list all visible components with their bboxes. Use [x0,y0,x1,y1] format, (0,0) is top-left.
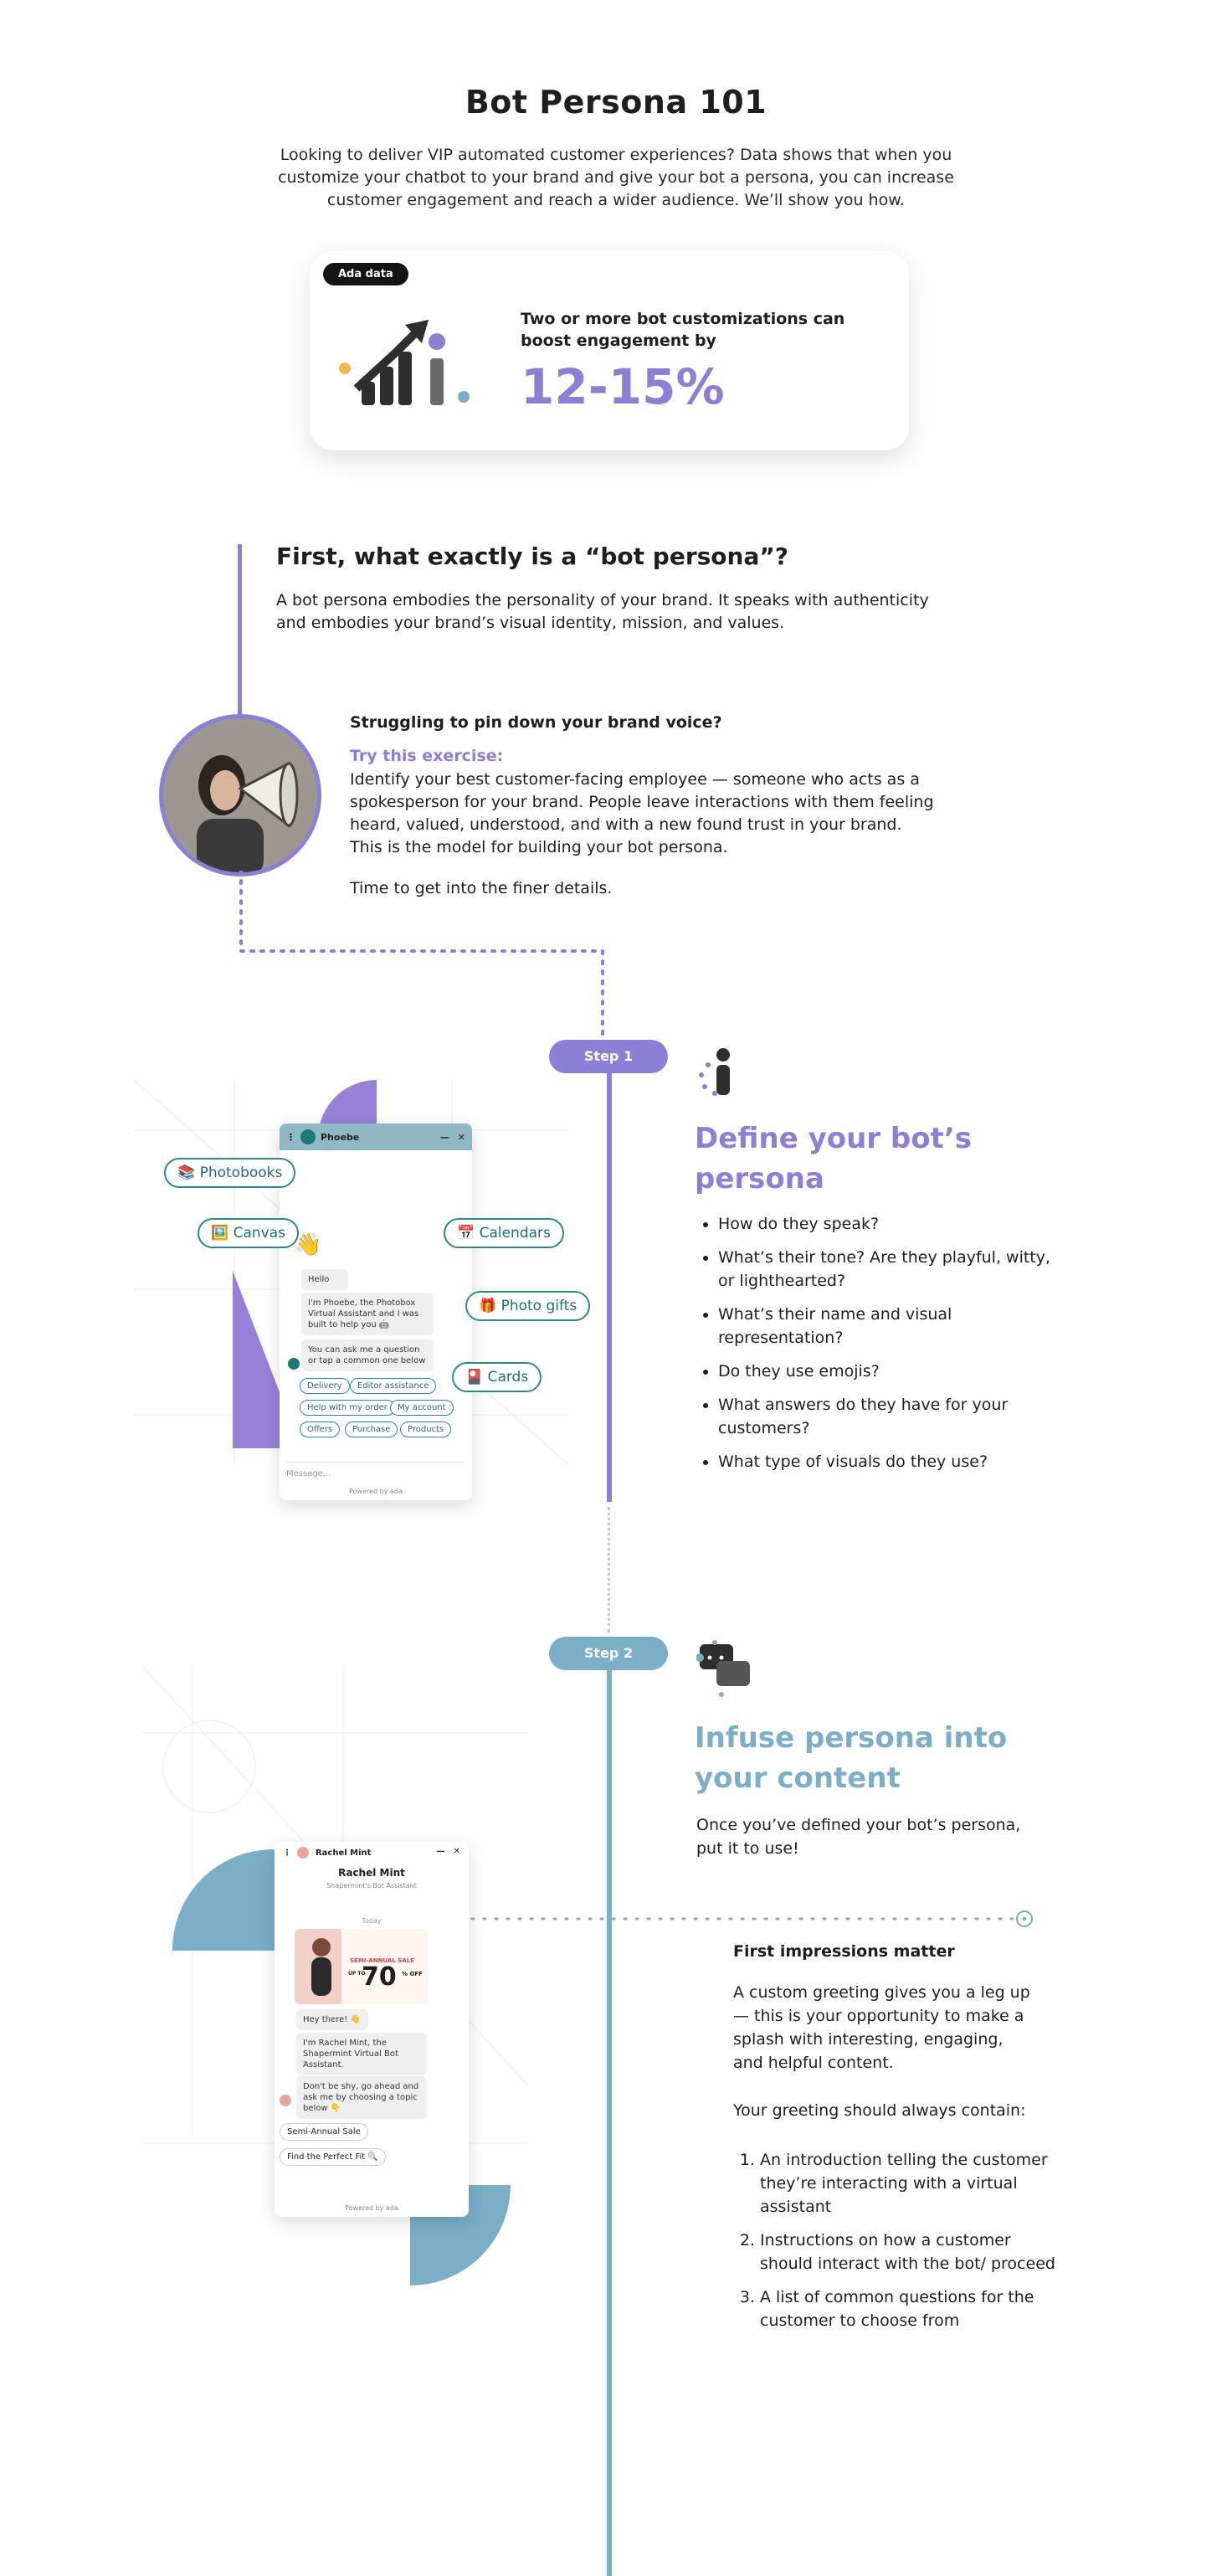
page-title: Bot Persona 101 [465,84,767,121]
list-item: A list of common questions for the custo… [760,2285,1061,2332]
chat-message: I'm Rachel Mint, the Shapermint Virtual … [296,2033,427,2075]
section-line [238,544,242,718]
chat-header: ⋮ Rachel Mint ✕ — [283,1847,460,1859]
menu-icon[interactable]: ⋮ [283,1848,291,1858]
bot-name: Phoebe [321,1131,360,1143]
step1-pill: Step 1 [549,1040,668,1073]
stat-card: Ada data Two or more bot customizations … [310,251,909,450]
section-title: First, what exactly is a “bot persona”? [276,542,789,570]
bot-avatar-small [280,2095,291,2106]
quick-reply-chip[interactable]: Purchase [345,1422,398,1437]
promo-banner: SEMI-ANNUAL SALE UP TO 70 % OFF [295,1929,429,2004]
bullet-item: What’s their tone? Are they playful, wit… [718,1246,1070,1293]
step2-lead: Once you’ve defined your bot’s persona, … [696,1816,1021,1858]
first-impressions-title: First impressions matter [733,1942,955,1961]
chat-message: I'm Phoebe, the Photobox Virtual Assista… [301,1293,434,1335]
bullet-item: Do they use emojis? [718,1360,1070,1383]
bot-name: Rachel Mint [338,1867,405,1879]
greeting-list: An introduction telling the customer the… [733,2148,1061,2342]
minimize-icon[interactable]: — [436,1847,445,1856]
quick-reply-chip[interactable]: My account [390,1400,454,1416]
bullet-item: What’s their name and visual representat… [718,1303,1070,1350]
step2-pill: Step 2 [549,1637,668,1670]
close-icon[interactable]: ✕ [453,1847,460,1856]
bot-subtitle: Shapermint's Bot Assistant [326,1882,417,1890]
chat-bubbles-icon [696,1640,750,1697]
card-text: Two or more bot customizations can boost… [521,310,845,350]
step2-title: Infuse persona into your content [695,1721,1008,1795]
exercise-text: Identify your best customer-facing emplo… [350,770,934,856]
gift-icon: 🎁 [479,1298,497,1314]
promo-off: % OFF [402,1971,423,1977]
bullet-item: How do they speak? [718,1212,1070,1236]
wave-icon: 👋 [295,1232,322,1257]
quick-reply-chip[interactable]: Find the Perfect Fit 🔍 [280,2148,386,2166]
quick-reply-chip[interactable]: Semi-Annual Sale [280,2123,368,2141]
section-text: A bot persona embodies the personality o… [276,591,929,632]
chat-message: You can ask me a question or tap a commo… [301,1339,434,1371]
chat-widget-photobox[interactable]: ⋮ Phoebe — ✕ 👋 Hello I'm Phoebe, the Pho… [280,1123,472,1500]
chip-calendars: 📅 Calendars [444,1218,564,1248]
chip-photo-gifts: 🎁 Photo gifts [465,1291,591,1321]
quick-reply-chip[interactable]: Delivery [300,1378,350,1394]
step1-bullets: How do they speak? What’s their tone? Ar… [695,1212,1070,1483]
greeting-lead: Your greeting should always contain: [733,2101,1026,2120]
quick-reply-chip[interactable]: Help with my order [300,1400,395,1416]
list-item: An introduction telling the customer the… [760,2148,1061,2219]
close-icon[interactable]: ✕ [457,1131,465,1143]
cards-icon: 🎴 [465,1369,484,1386]
bot-avatar-small [288,1358,300,1370]
chat-message: Don't be shy, go ahead and ask me by cho… [296,2076,427,2119]
time-text: Time to get into the finer details. [350,879,613,897]
quick-reply-chip[interactable]: Offers [300,1422,341,1437]
bot-avatar [300,1129,316,1144]
megaphone-woman-photo [159,714,321,877]
step2-line [607,1670,612,2576]
promo-up-to: UP TO [348,1971,366,1977]
calendar-icon: 📅 [457,1225,475,1242]
date-divider: Today [362,1917,382,1925]
card-stat: 12-15% [521,358,725,415]
first-impressions-text: A custom greeting gives you a leg up — t… [733,1983,1030,2072]
chat-message: Hey there! 👋 [296,2009,368,2030]
list-item: Instructions on how a customer should in… [760,2229,1061,2275]
chat-message: Hello [301,1269,348,1290]
model-photo [311,1938,331,1996]
powered-by: Powered by ada [345,2204,398,2212]
step1-line [607,1073,612,1502]
message-input[interactable]: Message... [286,1462,464,1478]
chip-canvas: 🖼️ Canvas [198,1218,299,1248]
quick-reply-chip[interactable]: Editor assistance [350,1378,437,1394]
dotted-pointer [470,1910,1033,1927]
menu-icon[interactable]: ⋮ [286,1131,295,1143]
intro-text: Looking to deliver VIP automated custome… [278,146,954,209]
promo-value: 70 [362,1962,397,1992]
quick-reply-chip[interactable]: Products [400,1422,452,1437]
bot-avatar [297,1847,310,1859]
bullet-item: What type of visuals do they use? [718,1450,1070,1473]
growth-chart-icon [339,320,470,405]
step1-title: Define your bot’s persona [695,1122,973,1195]
dotted-connector [239,871,604,1038]
books-icon: 📚 [177,1165,196,1181]
persona-icon [699,1048,730,1096]
chat-header: ⋮ Phoebe — ✕ [280,1123,472,1150]
megaphone-icon [163,718,317,872]
minimize-icon[interactable]: — [439,1131,449,1143]
promo-sale-label: SEMI-ANNUAL SALE [350,1957,414,1964]
powered-by: Powered by ada [349,1488,403,1495]
bullet-item: What answers do they have for your custo… [718,1393,1070,1440]
struggle-heading: Struggling to pin down your brand voice? [350,713,722,732]
chip-cards: 🎴 Cards [452,1362,542,1392]
picture-icon: 🖼️ [211,1225,229,1242]
try-label: Try this exercise: [350,747,504,765]
ada-data-badge: Ada data [323,263,408,285]
chip-photobooks: 📚 Photobooks [164,1158,296,1188]
chat-widget-shapermint[interactable]: ⋮ Rachel Mint ✕ — Rachel Mint Shapermint… [275,1842,469,2217]
step-connector [608,1507,610,1632]
